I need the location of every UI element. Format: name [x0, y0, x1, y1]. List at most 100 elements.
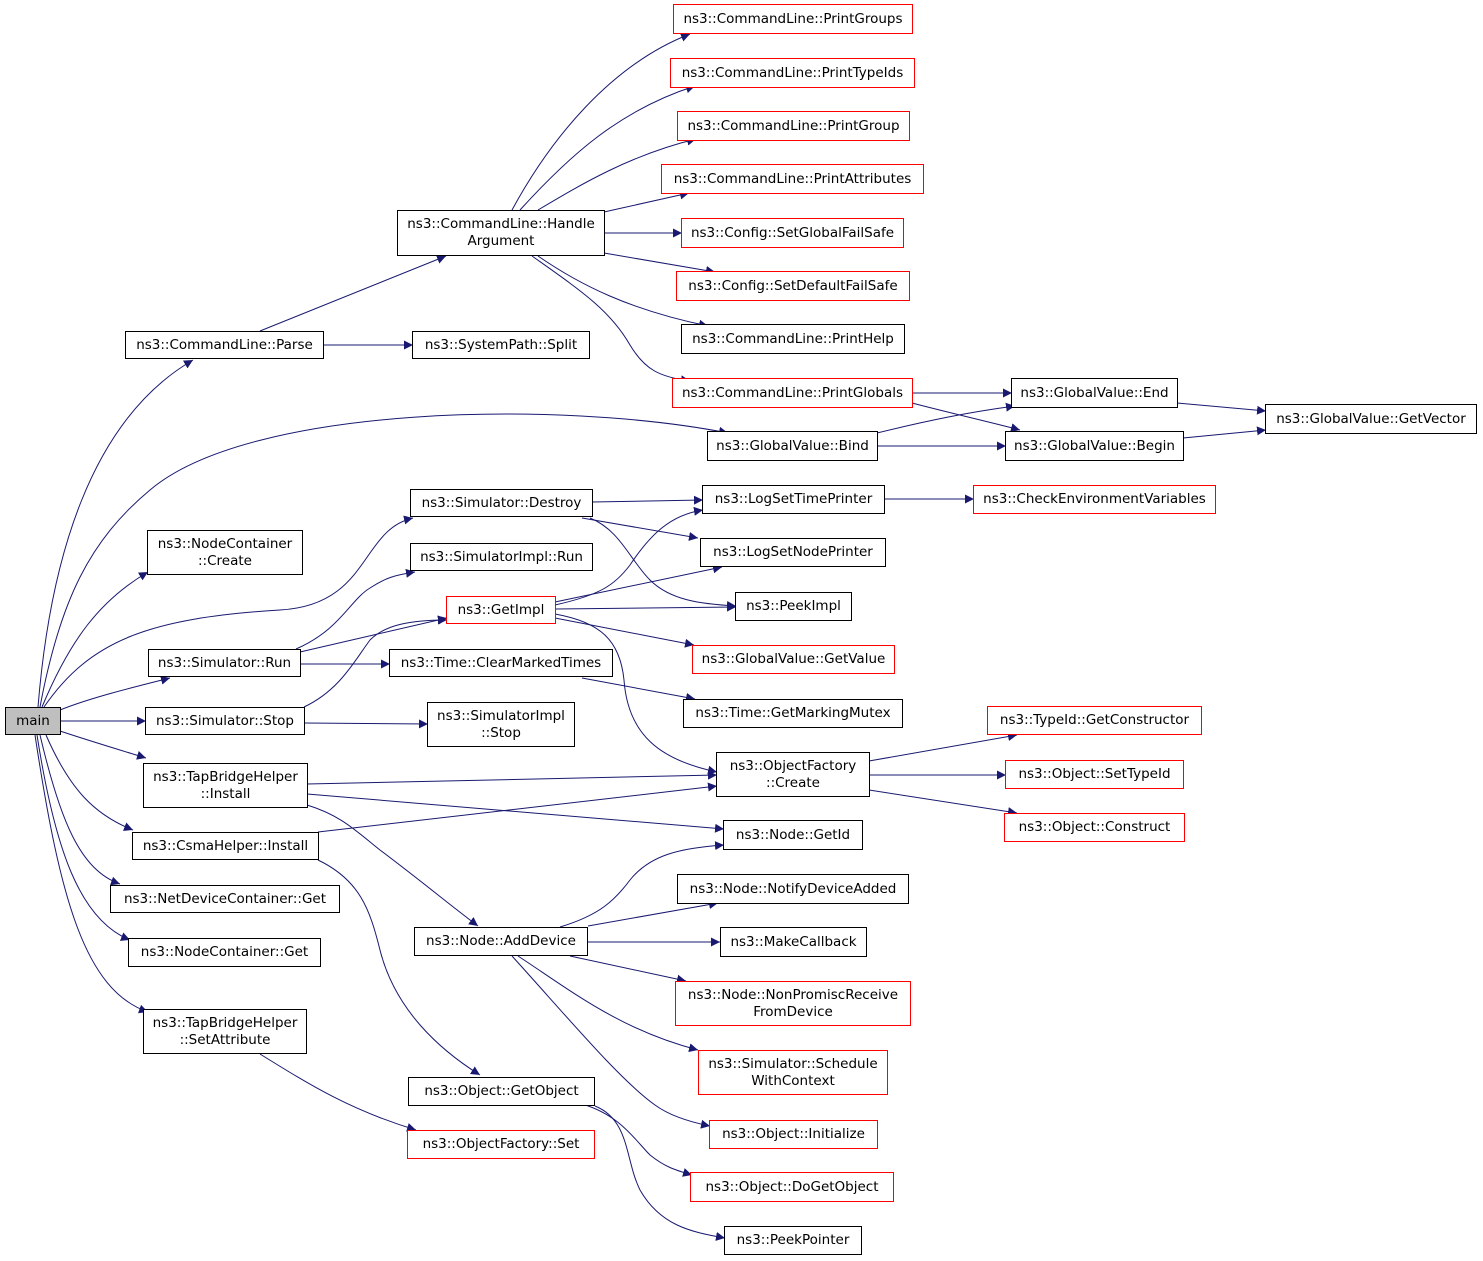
edge-tbhinstall-ofcreate — [306, 770, 718, 785]
node-tapbridgehelper-setattribute[interactable]: ns3::TapBridgeHelper ::SetAttribute — [143, 1009, 307, 1054]
node-makecallback[interactable]: ns3::MakeCallback — [720, 927, 867, 957]
node-time-getmarkingmutex[interactable]: ns3::Time::GetMarkingMutex — [683, 699, 903, 728]
edge-getimpl-gvgetvalue — [554, 617, 695, 648]
node-commandline-printattributes[interactable]: ns3::CommandLine::PrintAttributes — [661, 164, 924, 194]
node-systempath-split[interactable]: ns3::SystemPath::Split — [412, 331, 590, 359]
node-time-clearmarkedtimes[interactable]: ns3::Time::ClearMarkedTimes — [389, 649, 613, 677]
edge-begin-getvector — [1182, 426, 1267, 439]
edge-parse-handle — [259, 255, 447, 332]
node-objectfactory-set[interactable]: ns3::ObjectFactory::Set — [407, 1130, 595, 1159]
node-object-settypeid[interactable]: ns3::Object::SetTypeId — [1005, 760, 1184, 789]
edge-getobject-dogetobject — [581, 1103, 693, 1177]
node-simulatorimpl-stop[interactable]: ns3::SimulatorImpl ::Stop — [427, 702, 575, 747]
node-simulator-destroy[interactable]: ns3::Simulator::Destroy — [410, 489, 593, 517]
node-logsettimeprinter[interactable]: ns3::LogSetTimePrinter — [702, 485, 885, 514]
node-node-notifydeviceadded[interactable]: ns3::Node::NotifyDeviceAdded — [677, 874, 909, 904]
edge-destroy-peekimpl — [589, 517, 737, 610]
node-commandline-printgroups[interactable]: ns3::CommandLine::PrintGroups — [673, 4, 913, 34]
node-config-setglobalfailsafe[interactable]: ns3::Config::SetGlobalFailSafe — [681, 218, 904, 248]
node-commandline-handleargument[interactable]: ns3::CommandLine::Handle Argument — [397, 210, 605, 256]
edge-adddevice-getid — [559, 841, 725, 928]
node-main[interactable]: main — [5, 707, 61, 735]
edge-end-getvector — [1176, 402, 1267, 415]
node-checkenvironmentvariables[interactable]: ns3::CheckEnvironmentVariables — [973, 485, 1216, 514]
edge-tbhinstall-adddevice — [306, 804, 479, 927]
edge-handle-setdefault — [603, 252, 716, 275]
node-logsetnodeprinter[interactable]: ns3::LogSetNodePrinter — [700, 538, 886, 567]
node-typeid-getconstructor[interactable]: ns3::TypeId::GetConstructor — [987, 706, 1202, 735]
node-globalvalue-getvector[interactable]: ns3::GlobalValue::GetVector — [1265, 404, 1477, 434]
node-simulator-stop[interactable]: ns3::Simulator::Stop — [145, 707, 305, 735]
edge-ofcreate-construct — [868, 789, 1018, 817]
edge-csma-getobject — [317, 859, 481, 1076]
edge-simrun-getimpl — [299, 615, 448, 653]
node-simulator-schedulewithcontext[interactable]: ns3::Simulator::Schedule WithContext — [698, 1050, 888, 1095]
edge-adddevice-schedule — [517, 955, 699, 1053]
edge-adddevice-notify — [587, 900, 719, 927]
edge-adddevice-initialize — [511, 955, 711, 1129]
node-simulatorimpl-run[interactable]: ns3::SimulatorImpl::Run — [410, 543, 593, 571]
edge-main-nccreate — [41, 571, 149, 708]
edge-getimpl-ofcreate — [554, 613, 718, 775]
edge-destroy-lognode — [581, 517, 699, 541]
node-node-nonpromiscreceivefromdevice[interactable]: ns3::Node::NonPromiscReceive FromDevice — [675, 981, 911, 1026]
edge-bind-end — [876, 402, 1016, 434]
edge-main-ncget — [36, 734, 131, 941]
edge-handle-printglobals — [531, 255, 691, 385]
node-globalvalue-bind[interactable]: ns3::GlobalValue::Bind — [707, 431, 878, 461]
node-peekimpl[interactable]: ns3::PeekImpl — [735, 592, 852, 621]
edge-destroy-logtime — [591, 495, 704, 505]
node-node-adddevice[interactable]: ns3::Node::AddDevice — [414, 927, 588, 956]
node-object-initialize[interactable]: ns3::Object::Initialize — [709, 1120, 878, 1149]
node-config-setdefaultfailsafe[interactable]: ns3::Config::SetDefaultFailSafe — [676, 271, 910, 301]
node-simulator-run[interactable]: ns3::Simulator::Run — [148, 649, 301, 677]
edge-getimpl-lognode — [554, 564, 723, 603]
edge-handle-printgroup — [537, 136, 697, 211]
node-nodecontainer-get[interactable]: ns3::NodeContainer::Get — [128, 938, 321, 967]
edge-clear-mutex — [581, 677, 696, 702]
node-commandline-parse[interactable]: ns3::CommandLine::Parse — [125, 331, 324, 359]
edge-getobject-peekpointer — [594, 1105, 726, 1241]
node-globalvalue-begin[interactable]: ns3::GlobalValue::Begin — [1005, 431, 1184, 461]
node-commandline-printtypeids[interactable]: ns3::CommandLine::PrintTypeIds — [670, 58, 915, 88]
node-globalvalue-end[interactable]: ns3::GlobalValue::End — [1011, 378, 1178, 408]
edge-main-tbhinstall — [59, 730, 147, 760]
node-object-construct[interactable]: ns3::Object::Construct — [1004, 813, 1185, 842]
node-nodecontainer-create[interactable]: ns3::NodeContainer ::Create — [147, 530, 303, 575]
edge-simstop-getimpl — [303, 615, 448, 708]
edge-main-parse — [37, 359, 194, 708]
node-tapbridgehelper-install[interactable]: ns3::TapBridgeHelper ::Install — [143, 763, 308, 808]
node-objectfactory-create[interactable]: ns3::ObjectFactory ::Create — [716, 752, 870, 797]
node-peekpointer[interactable]: ns3::PeekPointer — [724, 1226, 862, 1255]
edge-main-tbhsetattr — [34, 734, 149, 1014]
node-commandline-printhelp[interactable]: ns3::CommandLine::PrintHelp — [681, 324, 905, 354]
edge-setattr-ofset — [259, 1053, 417, 1132]
edge-handle-printattrs — [603, 190, 690, 213]
node-object-getobject[interactable]: ns3::Object::GetObject — [408, 1077, 595, 1106]
node-netdevicecontainer-get[interactable]: ns3::NetDeviceContainer::Get — [110, 885, 340, 913]
node-getimpl[interactable]: ns3::GetImpl — [446, 596, 556, 624]
node-globalvalue-getvalue[interactable]: ns3::GlobalValue::GetValue — [692, 645, 895, 674]
node-object-dogetobject[interactable]: ns3::Object::DoGetObject — [690, 1172, 894, 1202]
edge-main-simrun — [59, 675, 171, 711]
edge-tbhinstall-getid — [306, 793, 725, 833]
edge-main-ndcget — [39, 734, 121, 886]
node-node-getid[interactable]: ns3::Node::GetId — [723, 820, 863, 850]
edge-handle-printgroups — [511, 33, 691, 211]
edge-printglobals-begin — [911, 402, 1021, 433]
edge-main-bind — [39, 413, 729, 708]
edge-handle-printtypeids — [519, 84, 696, 211]
edge-adddevice-nonpromisc — [569, 955, 687, 984]
edge-handle-printhelp — [537, 255, 709, 329]
node-commandline-printglobals[interactable]: ns3::CommandLine::PrintGlobals — [672, 378, 913, 408]
edge-getimpl-logtime — [554, 506, 704, 606]
edge-ofcreate-typeid — [868, 732, 1018, 762]
edge-main-csmainstall — [45, 734, 134, 831]
edge-main-destroy — [43, 515, 414, 708]
edge-simrun-simimplrun — [295, 568, 416, 650]
node-commandline-printgroup[interactable]: ns3::CommandLine::PrintGroup — [677, 111, 910, 141]
edge-simstop-simimplstop — [303, 719, 429, 729]
node-csmahelper-install[interactable]: ns3::CsmaHelper::Install — [132, 832, 319, 860]
